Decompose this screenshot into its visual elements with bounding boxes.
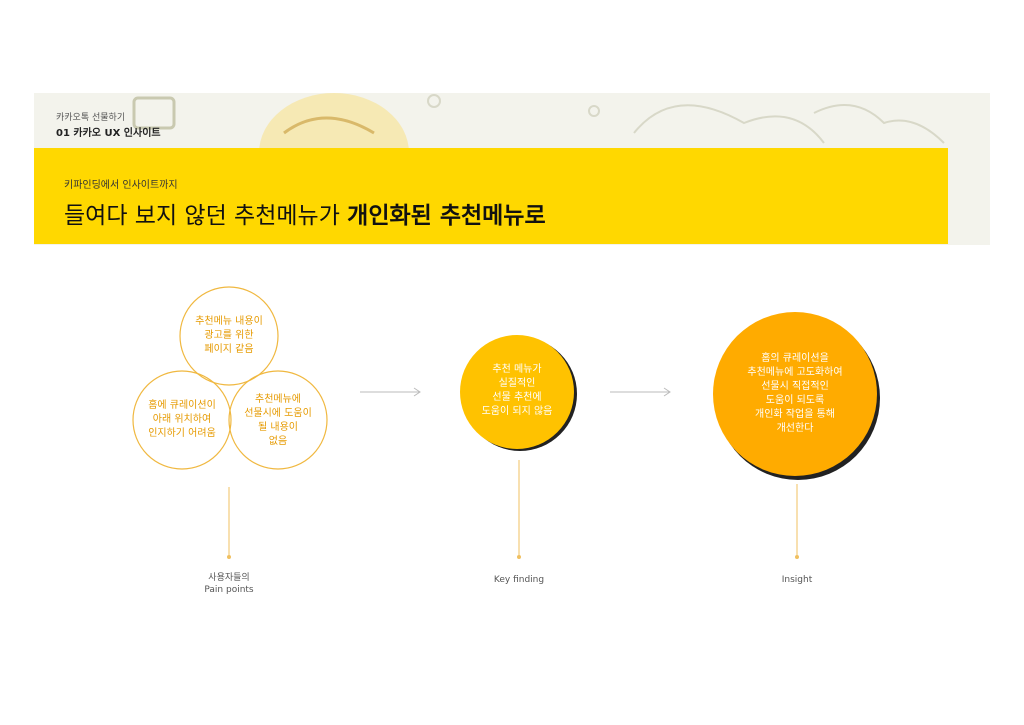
pain-text-top: 추천메뉴 내용이 광고를 위한 페이지 같음 — [184, 310, 274, 362]
insight-text: 홈의 큐레이션을 추천메뉴에 고도화하여 선물시 직접적인 도움이 되도록 개인… — [726, 348, 864, 440]
pain-stem-dot — [227, 555, 231, 559]
key-finding-text: 추천 메뉴가 실질적인 선물 추천에 도움이 되지 않음 — [462, 358, 572, 424]
key-stem-dot — [517, 555, 521, 559]
label-key-finding: Key finding — [469, 574, 569, 586]
pain-text-right: 추천메뉴에 선물시에 도움이 될 내용이 없음 — [228, 390, 328, 452]
arrow-to-insight — [610, 388, 670, 396]
pain-text-left: 홈에 큐레이션이 아래 위치하여 인지하기 어려움 — [132, 394, 232, 446]
label-pain-points: 사용자들의 Pain points — [179, 572, 279, 596]
label-insight: Insight — [747, 574, 847, 586]
arrow-to-key — [360, 388, 420, 396]
insight-stem-dot — [795, 555, 799, 559]
